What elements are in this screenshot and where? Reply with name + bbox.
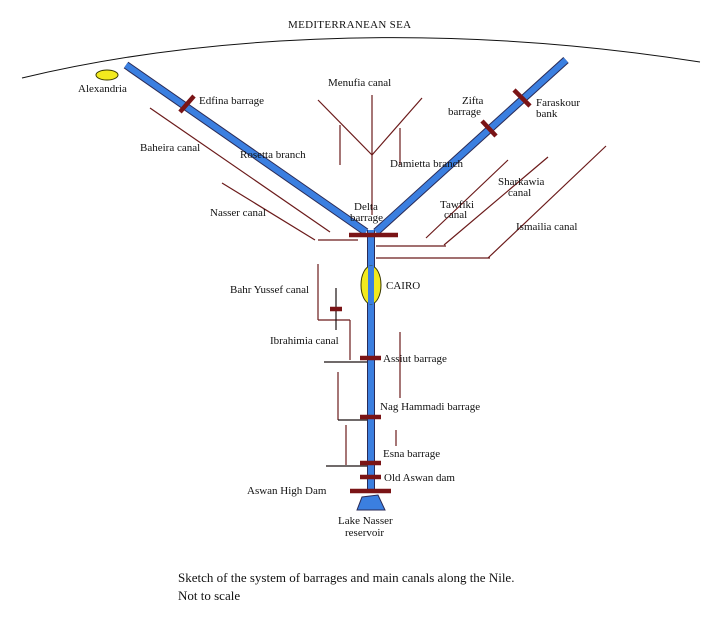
label-sharkawia-2: canal — [508, 187, 531, 199]
baheira-canal — [149, 107, 331, 233]
caption-line-2: Not to scale — [178, 588, 240, 603]
label-rosetta-branch: Rosetta branch — [240, 149, 306, 161]
label-nasser-canal: Nasser canal — [210, 207, 266, 219]
label-tawfiki-2: canal — [444, 209, 467, 221]
label-cairo: CAIRO — [386, 280, 420, 292]
labels: Alexandria Edfina barrage Menufia canal … — [78, 77, 580, 539]
label-baheira-canal: Baheira canal — [140, 142, 200, 154]
rosetta-branch — [124, 62, 368, 235]
lake-nasser-reservoir — [356, 494, 386, 511]
faraskour-bank — [512, 88, 532, 108]
label-faraskour-2: bank — [536, 108, 558, 120]
label-assiut-barrage: Assiut barrage — [383, 353, 447, 365]
coastline — [21, 37, 701, 79]
label-ismailia-canal: Ismailia canal — [516, 221, 577, 233]
zifta-barrage — [480, 119, 498, 138]
barrages — [178, 88, 532, 494]
canals — [149, 95, 607, 467]
label-lake-nasser-1: Lake Nasser — [338, 515, 393, 527]
alexandria-city — [95, 69, 119, 81]
label-damietta-branch: Damietta branch — [390, 158, 463, 170]
ismailia-canal-diag — [487, 145, 607, 259]
label-lake-nasser-2: reservoir — [345, 527, 384, 539]
edfina-barrage — [178, 94, 196, 114]
label-edfina-barrage: Edfina barrage — [199, 95, 264, 107]
label-nag-hammadi-barrage: Nag Hammadi barrage — [380, 401, 480, 413]
label-aswan-high-dam: Aswan High Dam — [247, 485, 327, 497]
label-ibrahimia-canal: Ibrahimia canal — [270, 335, 339, 347]
label-delta-2: barrage — [350, 212, 383, 224]
label-sharkawia-1: Sharkawia — [498, 176, 545, 188]
label-bahr-yussef-canal: Bahr Yussef canal — [230, 284, 309, 296]
sea-label: MEDITERRANEAN SEA — [288, 19, 411, 31]
label-delta-1: Delta — [354, 201, 378, 213]
label-tawfiki-1: Tawfiki — [440, 199, 474, 211]
menufia-canal-left — [317, 99, 373, 156]
label-zifta-2: barrage — [448, 106, 481, 118]
sharkawia-canal — [443, 156, 549, 246]
menufia-canal-right — [371, 97, 423, 156]
damietta-branch — [373, 57, 569, 235]
caption-line-1: Sketch of the system of barrages and mai… — [178, 570, 514, 585]
label-alexandria: Alexandria — [78, 83, 127, 95]
label-esna-barrage: Esna barrage — [383, 448, 440, 460]
label-menufia-canal: Menufia canal — [328, 77, 391, 89]
label-old-aswan-dam: Old Aswan dam — [384, 472, 455, 484]
label-zifta-1: Zifta — [462, 95, 483, 107]
tawfiki-canal — [425, 159, 509, 239]
nasser-canal-line — [221, 182, 316, 241]
label-faraskour-1: Faraskour — [536, 97, 580, 109]
